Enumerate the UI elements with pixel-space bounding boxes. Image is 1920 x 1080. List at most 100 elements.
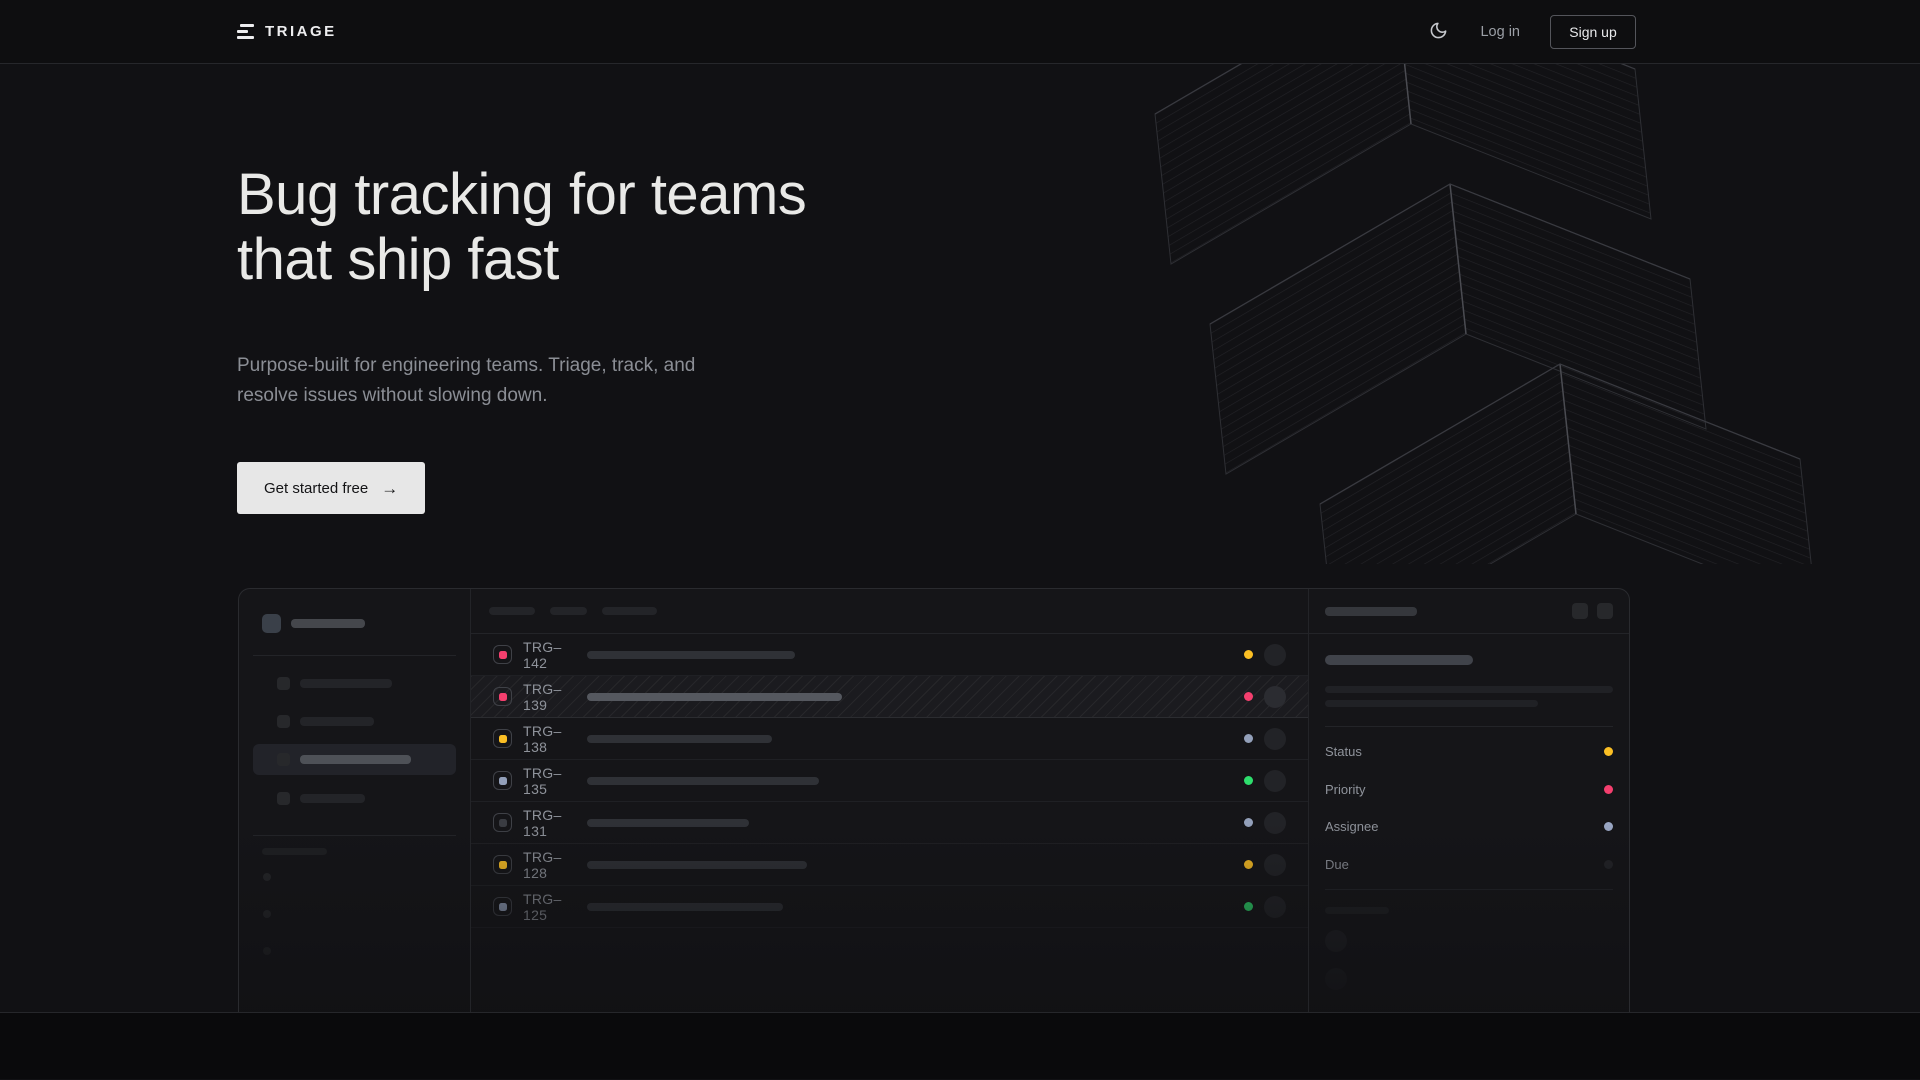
sidebar-divider	[253, 655, 456, 656]
mockup-detail-panel: Status Priority Assignee Due	[1309, 589, 1629, 1012]
issue-status-dot	[1244, 650, 1253, 659]
hero-heading-line2: that ship fast	[237, 227, 559, 292]
property-row: Priority	[1325, 771, 1613, 809]
property-label: Status	[1325, 744, 1362, 760]
property-label: Priority	[1325, 781, 1366, 797]
issue-type-icon	[493, 897, 512, 916]
workspace-name-placeholder	[291, 619, 365, 628]
log-in-link[interactable]: Log in	[1480, 23, 1520, 40]
brand-name: TRIAGE	[265, 23, 337, 40]
panel-action-placeholders	[1572, 603, 1613, 619]
sign-up-button[interactable]: Sign up	[1550, 14, 1636, 49]
sidebar-dot-placeholders	[263, 873, 470, 955]
issue-id: TRG–139	[523, 680, 562, 713]
issue-title-placeholder	[587, 818, 749, 827]
property-row: Due	[1325, 846, 1613, 884]
issue-assignee-avatar	[1264, 811, 1286, 834]
issue-row: TRG–128	[471, 844, 1308, 886]
issue-row: TRG–135	[471, 760, 1308, 802]
issue-row: TRG–125	[471, 886, 1308, 928]
issue-id: TRG–135	[523, 764, 562, 797]
issue-description-placeholder	[1325, 700, 1538, 707]
sidebar-item-placeholder	[253, 664, 456, 702]
detail-panel-header	[1309, 589, 1629, 634]
hero-subtitle: Purpose-built for engineering teams. Tri…	[237, 355, 696, 406]
issue-row: TRG–138	[471, 718, 1308, 760]
property-value-dot	[1604, 784, 1613, 794]
property-value-dot	[1604, 859, 1613, 869]
decor-3d-panels	[1154, 64, 1817, 564]
issue-row: TRG–131	[471, 802, 1308, 844]
property-label: Assignee	[1325, 819, 1379, 835]
sidebar-item-icon-placeholder	[277, 676, 290, 690]
issue-id: TRG–131	[523, 806, 562, 839]
sidebar-item-icon-placeholder	[277, 791, 290, 805]
sidebar-item-placeholder	[253, 702, 456, 740]
property-row: Status	[1325, 733, 1613, 771]
property-row: Assignee	[1325, 808, 1613, 846]
activity-avatar-placeholder	[1325, 930, 1347, 952]
sidebar-item-placeholder	[253, 779, 456, 817]
hero-heading-line1: Bug tracking for teams	[237, 162, 807, 227]
panel-divider	[1325, 726, 1613, 727]
sidebar-nav-placeholders	[239, 664, 470, 817]
issue-row: TRG–142	[471, 634, 1308, 676]
panel-divider	[1325, 889, 1613, 890]
issue-assignee-avatar	[1264, 853, 1286, 876]
sidebar-item-icon-placeholder	[277, 714, 290, 728]
workspace-avatar	[262, 614, 281, 633]
sidebar-section-label-placeholder	[262, 848, 327, 855]
issue-list-header	[471, 589, 1308, 634]
issue-status-dot	[1244, 902, 1253, 911]
filter-tab-placeholder	[602, 607, 657, 615]
mockup-sidebar	[239, 589, 471, 1012]
property-label: Due	[1325, 856, 1349, 872]
footer-section	[0, 1013, 1920, 1079]
sidebar-item-placeholder-active	[253, 744, 456, 775]
get-started-button[interactable]: Get started free →	[237, 462, 426, 514]
top-nav: TRIAGE Log in Sign up	[0, 0, 1920, 64]
issue-row-selected: TRG–139	[471, 676, 1308, 718]
brand-logo[interactable]: TRIAGE	[237, 23, 337, 40]
hero-heading: Bug tracking for teams that ship fast	[237, 162, 807, 292]
issue-id: TRG–142	[523, 638, 562, 671]
property-value-dot	[1604, 822, 1613, 832]
issue-id: TRG–125	[523, 890, 562, 923]
activity-avatar-placeholder	[1325, 968, 1347, 990]
app-mockup-card: TRG–142 TRG–139 TRG–138	[238, 588, 1630, 1012]
issue-assignee-avatar	[1264, 895, 1286, 918]
issue-title-placeholder	[1325, 655, 1473, 665]
issue-title-placeholder	[587, 692, 842, 701]
issue-status-dot	[1244, 818, 1253, 827]
issue-type-icon	[493, 645, 512, 664]
issue-status-dot	[1244, 776, 1253, 785]
detail-panel-body: Status Priority Assignee Due	[1309, 655, 1629, 990]
filter-tab-placeholder	[550, 607, 587, 615]
moon-icon	[1429, 21, 1448, 43]
issue-title-placeholder	[587, 734, 772, 743]
triage-logo-icon	[237, 24, 254, 39]
issue-title-placeholder	[587, 650, 795, 659]
issue-assignee-avatar	[1264, 643, 1286, 666]
issue-type-icon	[493, 813, 512, 832]
mockup-workspace-row	[262, 614, 454, 633]
issue-status-dot	[1244, 734, 1253, 743]
theme-toggle-button[interactable]	[1427, 19, 1450, 45]
panel-action-button-placeholder	[1597, 603, 1613, 619]
issue-assignee-avatar	[1264, 769, 1286, 792]
issue-status-dot	[1244, 860, 1253, 869]
issue-assignee-avatar	[1264, 685, 1286, 708]
issue-type-icon	[493, 729, 512, 748]
issue-type-icon	[493, 855, 512, 874]
issue-status-dot	[1244, 692, 1253, 701]
get-started-label: Get started free	[264, 479, 369, 497]
filter-tab-placeholder	[489, 607, 535, 615]
issue-type-icon	[493, 687, 512, 706]
issue-type-icon	[493, 771, 512, 790]
activity-label-placeholder	[1325, 907, 1389, 914]
mockup-issue-list: TRG–142 TRG–139 TRG–138	[471, 589, 1309, 1012]
issue-title-placeholder	[587, 860, 807, 869]
issue-description-placeholder	[1325, 686, 1613, 693]
property-value-dot	[1604, 747, 1613, 757]
issue-id: TRG–128	[523, 848, 562, 881]
